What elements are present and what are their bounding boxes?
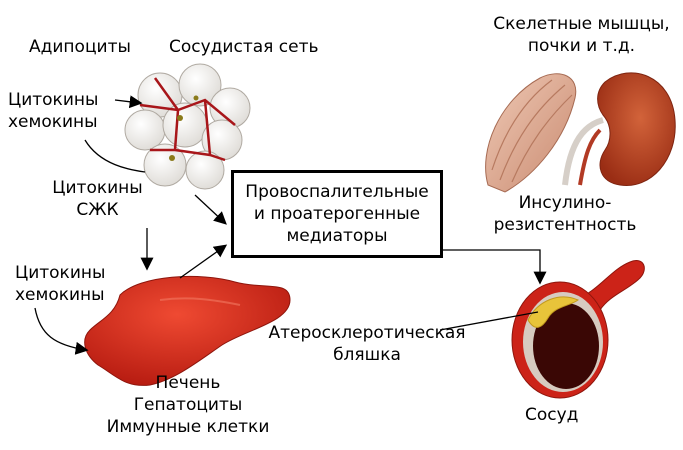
label-cytokines-1-line2: хемокины bbox=[8, 111, 98, 133]
label-insulin-resistance: Инсулино- резистентность bbox=[480, 192, 650, 236]
mediators-line3: медиаторы bbox=[234, 225, 440, 247]
label-insulin-line1: Инсулино- bbox=[480, 192, 650, 214]
label-vascular-net: Сосудистая сеть bbox=[169, 36, 319, 58]
label-cytokines-2-line1: Цитокины bbox=[15, 262, 105, 284]
label-liver-line2: Гепатоциты bbox=[88, 394, 288, 416]
label-cytokines-ffa-line1: Цитокины bbox=[40, 177, 155, 199]
label-plaque: Атеросклеротическая бляшка bbox=[252, 322, 482, 366]
label-plaque-line1: Атеросклеротическая bbox=[252, 322, 482, 344]
label-liver-line3: Иммунные клетки bbox=[88, 416, 288, 438]
label-cytokines-chemokines-adipose: Цитокины хемокины bbox=[8, 89, 98, 133]
muscle-image bbox=[486, 74, 576, 192]
label-cytokines-2-line2: хемокины bbox=[15, 284, 105, 306]
label-cytokines-ffa-line2: СЖК bbox=[40, 199, 155, 221]
label-muscles-line2: почки и т.д. bbox=[484, 35, 679, 57]
label-cytokines-ffa: Цитокины СЖК bbox=[40, 177, 155, 221]
vessel-image bbox=[512, 261, 644, 398]
mediators-line1: Провоспалительные bbox=[234, 181, 440, 203]
label-liver-line1: Печень bbox=[88, 372, 288, 394]
label-plaque-line2: бляшка bbox=[252, 344, 482, 366]
label-cytokines-1-line1: Цитокины bbox=[8, 89, 98, 111]
label-muscles-line1: Скелетные мышцы, bbox=[484, 13, 679, 35]
label-muscles-kidneys: Скелетные мышцы, почки и т.д. bbox=[484, 13, 679, 57]
mediators-line2: и проатерогенные bbox=[234, 203, 440, 225]
kidney-image bbox=[565, 73, 675, 186]
label-vessel: Сосуд bbox=[525, 404, 578, 426]
label-insulin-line2: резистентность bbox=[480, 214, 650, 236]
label-adipocytes: Адипоциты bbox=[29, 36, 131, 58]
label-liver: Печень Гепатоциты Иммунные клетки bbox=[88, 372, 288, 438]
mediators-box: Провоспалительные и проатерогенные медиа… bbox=[231, 170, 443, 258]
label-cytokines-chemokines-liver: Цитокины хемокины bbox=[15, 262, 105, 306]
